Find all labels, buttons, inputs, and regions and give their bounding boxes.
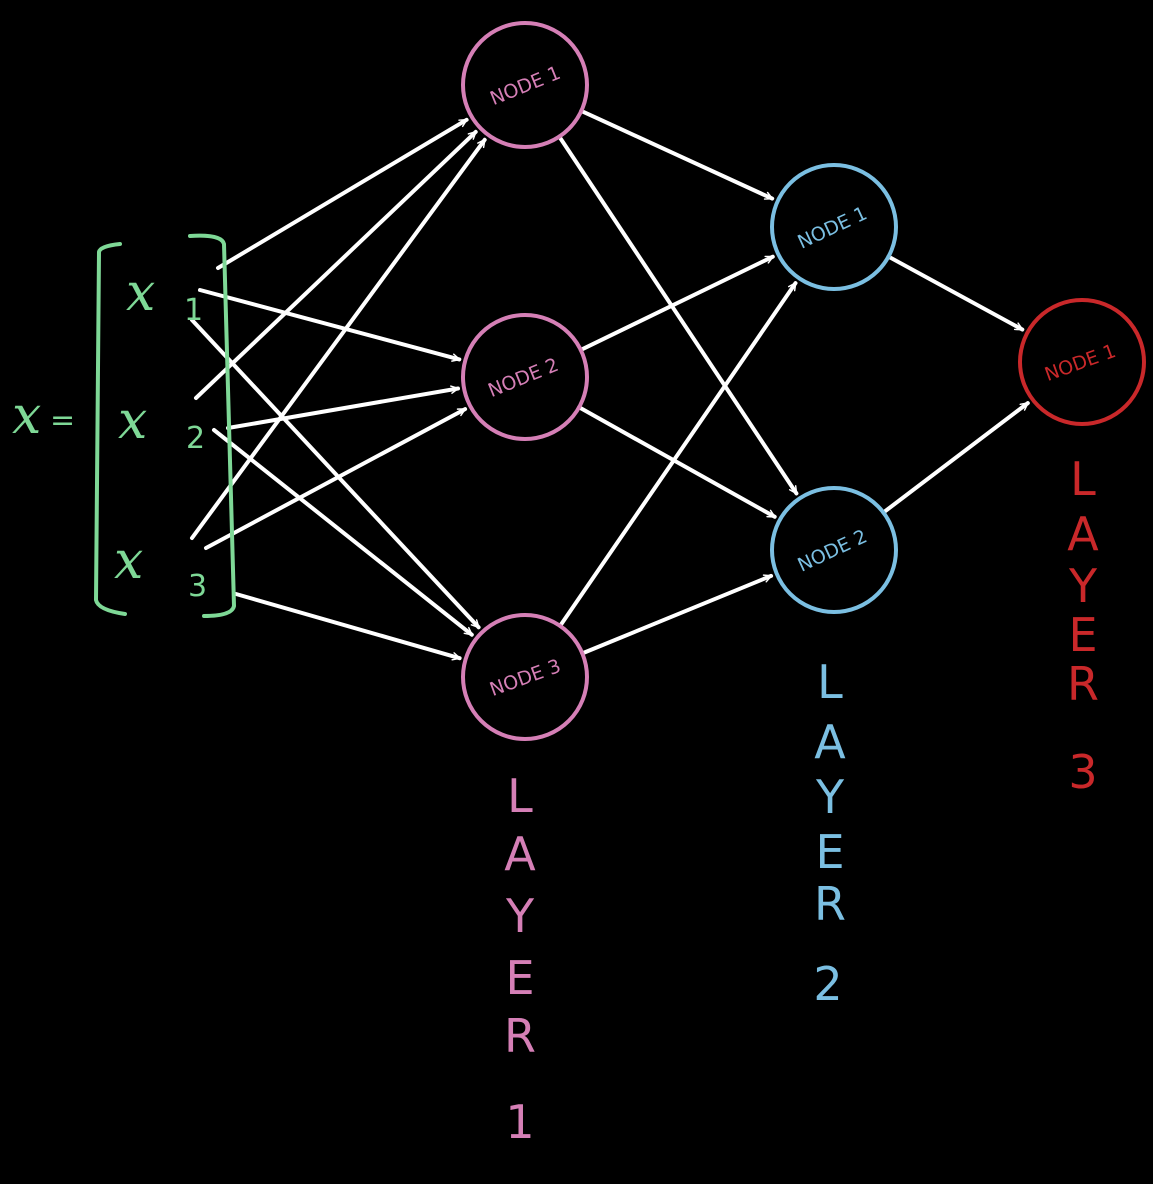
- connection-arrow: [886, 254, 1025, 332]
- layer2-title-letter: A: [814, 715, 846, 769]
- layer1-node-2-circle: [461, 313, 589, 441]
- left-bracket: [93, 242, 127, 616]
- layer2-title-letter: E: [815, 825, 844, 879]
- connection-arrow: [198, 288, 462, 362]
- connection-arrow: [580, 573, 774, 656]
- layer3-title-letter: L: [1070, 452, 1096, 506]
- input-x2-subscript: 2: [186, 421, 205, 456]
- connection-arrow: [212, 428, 474, 637]
- layer1-title: L A Y E R 1: [504, 769, 536, 1149]
- input-vector-equals: =: [50, 403, 75, 438]
- input-x2: x 2: [118, 391, 205, 456]
- connection-arrow: [234, 592, 462, 661]
- layer3-title-letter: E: [1068, 608, 1097, 662]
- layer1-title-letter: 1: [505, 1095, 534, 1149]
- connection-edges: [190, 108, 1030, 661]
- layer3-title-letter: Y: [1068, 559, 1098, 613]
- connection-arrow: [577, 405, 777, 519]
- layer2-title-letter: L: [817, 655, 843, 709]
- layer2-title-letter: 2: [813, 957, 842, 1011]
- input-x3: x 3: [114, 531, 207, 604]
- layer1-node-1-circle: [461, 21, 589, 149]
- layer1-title-letter: E: [505, 951, 534, 1005]
- input-vector-name: x: [12, 386, 41, 446]
- right-bracket: [188, 233, 237, 618]
- connection-arrow: [226, 385, 460, 430]
- layer1-title-letter: Y: [505, 889, 535, 943]
- layer2-title-letter: Y: [815, 770, 845, 824]
- input-vector: x = x 1 x 2 x 3: [12, 233, 237, 618]
- input-x3-symbol: x: [114, 531, 143, 591]
- layer2-node-2-circle: [770, 486, 898, 614]
- connection-arrow: [204, 407, 468, 550]
- connection-arrow: [578, 254, 775, 352]
- connection-arrow: [190, 318, 481, 630]
- layer3-title-letter: R: [1067, 657, 1099, 711]
- layer1-title-letter: L: [507, 769, 533, 823]
- connection-arrow: [881, 401, 1030, 515]
- input-x1: x 1: [126, 263, 203, 328]
- connection-arrow: [557, 134, 799, 496]
- input-x3-subscript: 3: [188, 569, 207, 604]
- connection-arrow: [190, 137, 487, 540]
- layer2-title-letter: R: [814, 877, 846, 931]
- layer3-title: L A Y E R 3: [1067, 452, 1099, 799]
- layer2-title: L A Y E R 2: [813, 655, 846, 1011]
- layer1-title-letter: R: [504, 1009, 536, 1063]
- connection-arrow: [194, 129, 478, 400]
- layer2-node-1-circle: [770, 163, 898, 291]
- input-x1-symbol: x: [126, 263, 155, 323]
- layer3-node-1-circle: [1018, 298, 1146, 426]
- layer3-title-letter: 3: [1068, 745, 1097, 799]
- input-x1-subscript: 1: [184, 293, 203, 328]
- connection-arrow: [558, 281, 798, 628]
- connection-arrow: [216, 117, 469, 270]
- layer3-title-letter: A: [1067, 507, 1099, 561]
- layer1-node-3-circle: [461, 613, 589, 741]
- connection-arrow: [579, 108, 775, 201]
- layer1-title-letter: A: [504, 827, 536, 881]
- input-x2-symbol: x: [118, 391, 147, 451]
